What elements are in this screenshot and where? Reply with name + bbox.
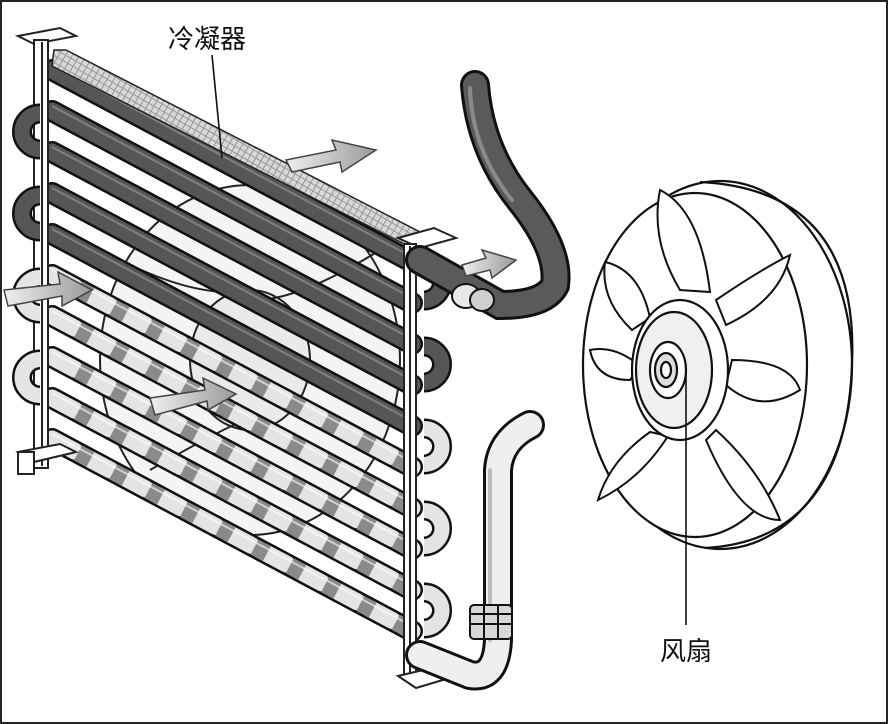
condenser-tube (41, 346, 423, 560)
left-u-bend (12, 103, 41, 160)
inlet-nut-fitting (469, 604, 513, 640)
airflow-arrows (3, 138, 518, 416)
condenser-tube (41, 223, 423, 437)
condenser-tube (41, 182, 423, 396)
condenser-tube-bank (41, 59, 423, 642)
airflow-arrow-outlet (461, 248, 518, 280)
fan (581, 179, 854, 551)
airflow-arrow-center (149, 376, 238, 416)
right-u-bend (423, 500, 452, 557)
fan-blades (588, 188, 802, 522)
condenser-label: 冷凝器 (168, 25, 246, 55)
left-u-bend (12, 185, 41, 242)
condenser-tube (41, 264, 423, 478)
airflow-arrow-left (3, 270, 94, 308)
condenser-tube (41, 100, 423, 314)
condenser-tube (41, 387, 423, 601)
condenser-tube (41, 305, 423, 519)
right-u-bends (423, 254, 452, 639)
right-u-bend (423, 418, 452, 475)
outlet-pipe (405, 70, 571, 321)
outlet-fitting (451, 283, 495, 312)
condenser-tube (41, 428, 423, 642)
fan-label: 风扇 (660, 637, 712, 667)
right-u-bend (423, 582, 452, 639)
right-u-bend (423, 336, 452, 393)
left-u-bend (12, 349, 41, 406)
condenser-leader-line (211, 54, 223, 159)
airflow-arrow-top (284, 138, 378, 174)
condenser-tube (41, 141, 423, 355)
